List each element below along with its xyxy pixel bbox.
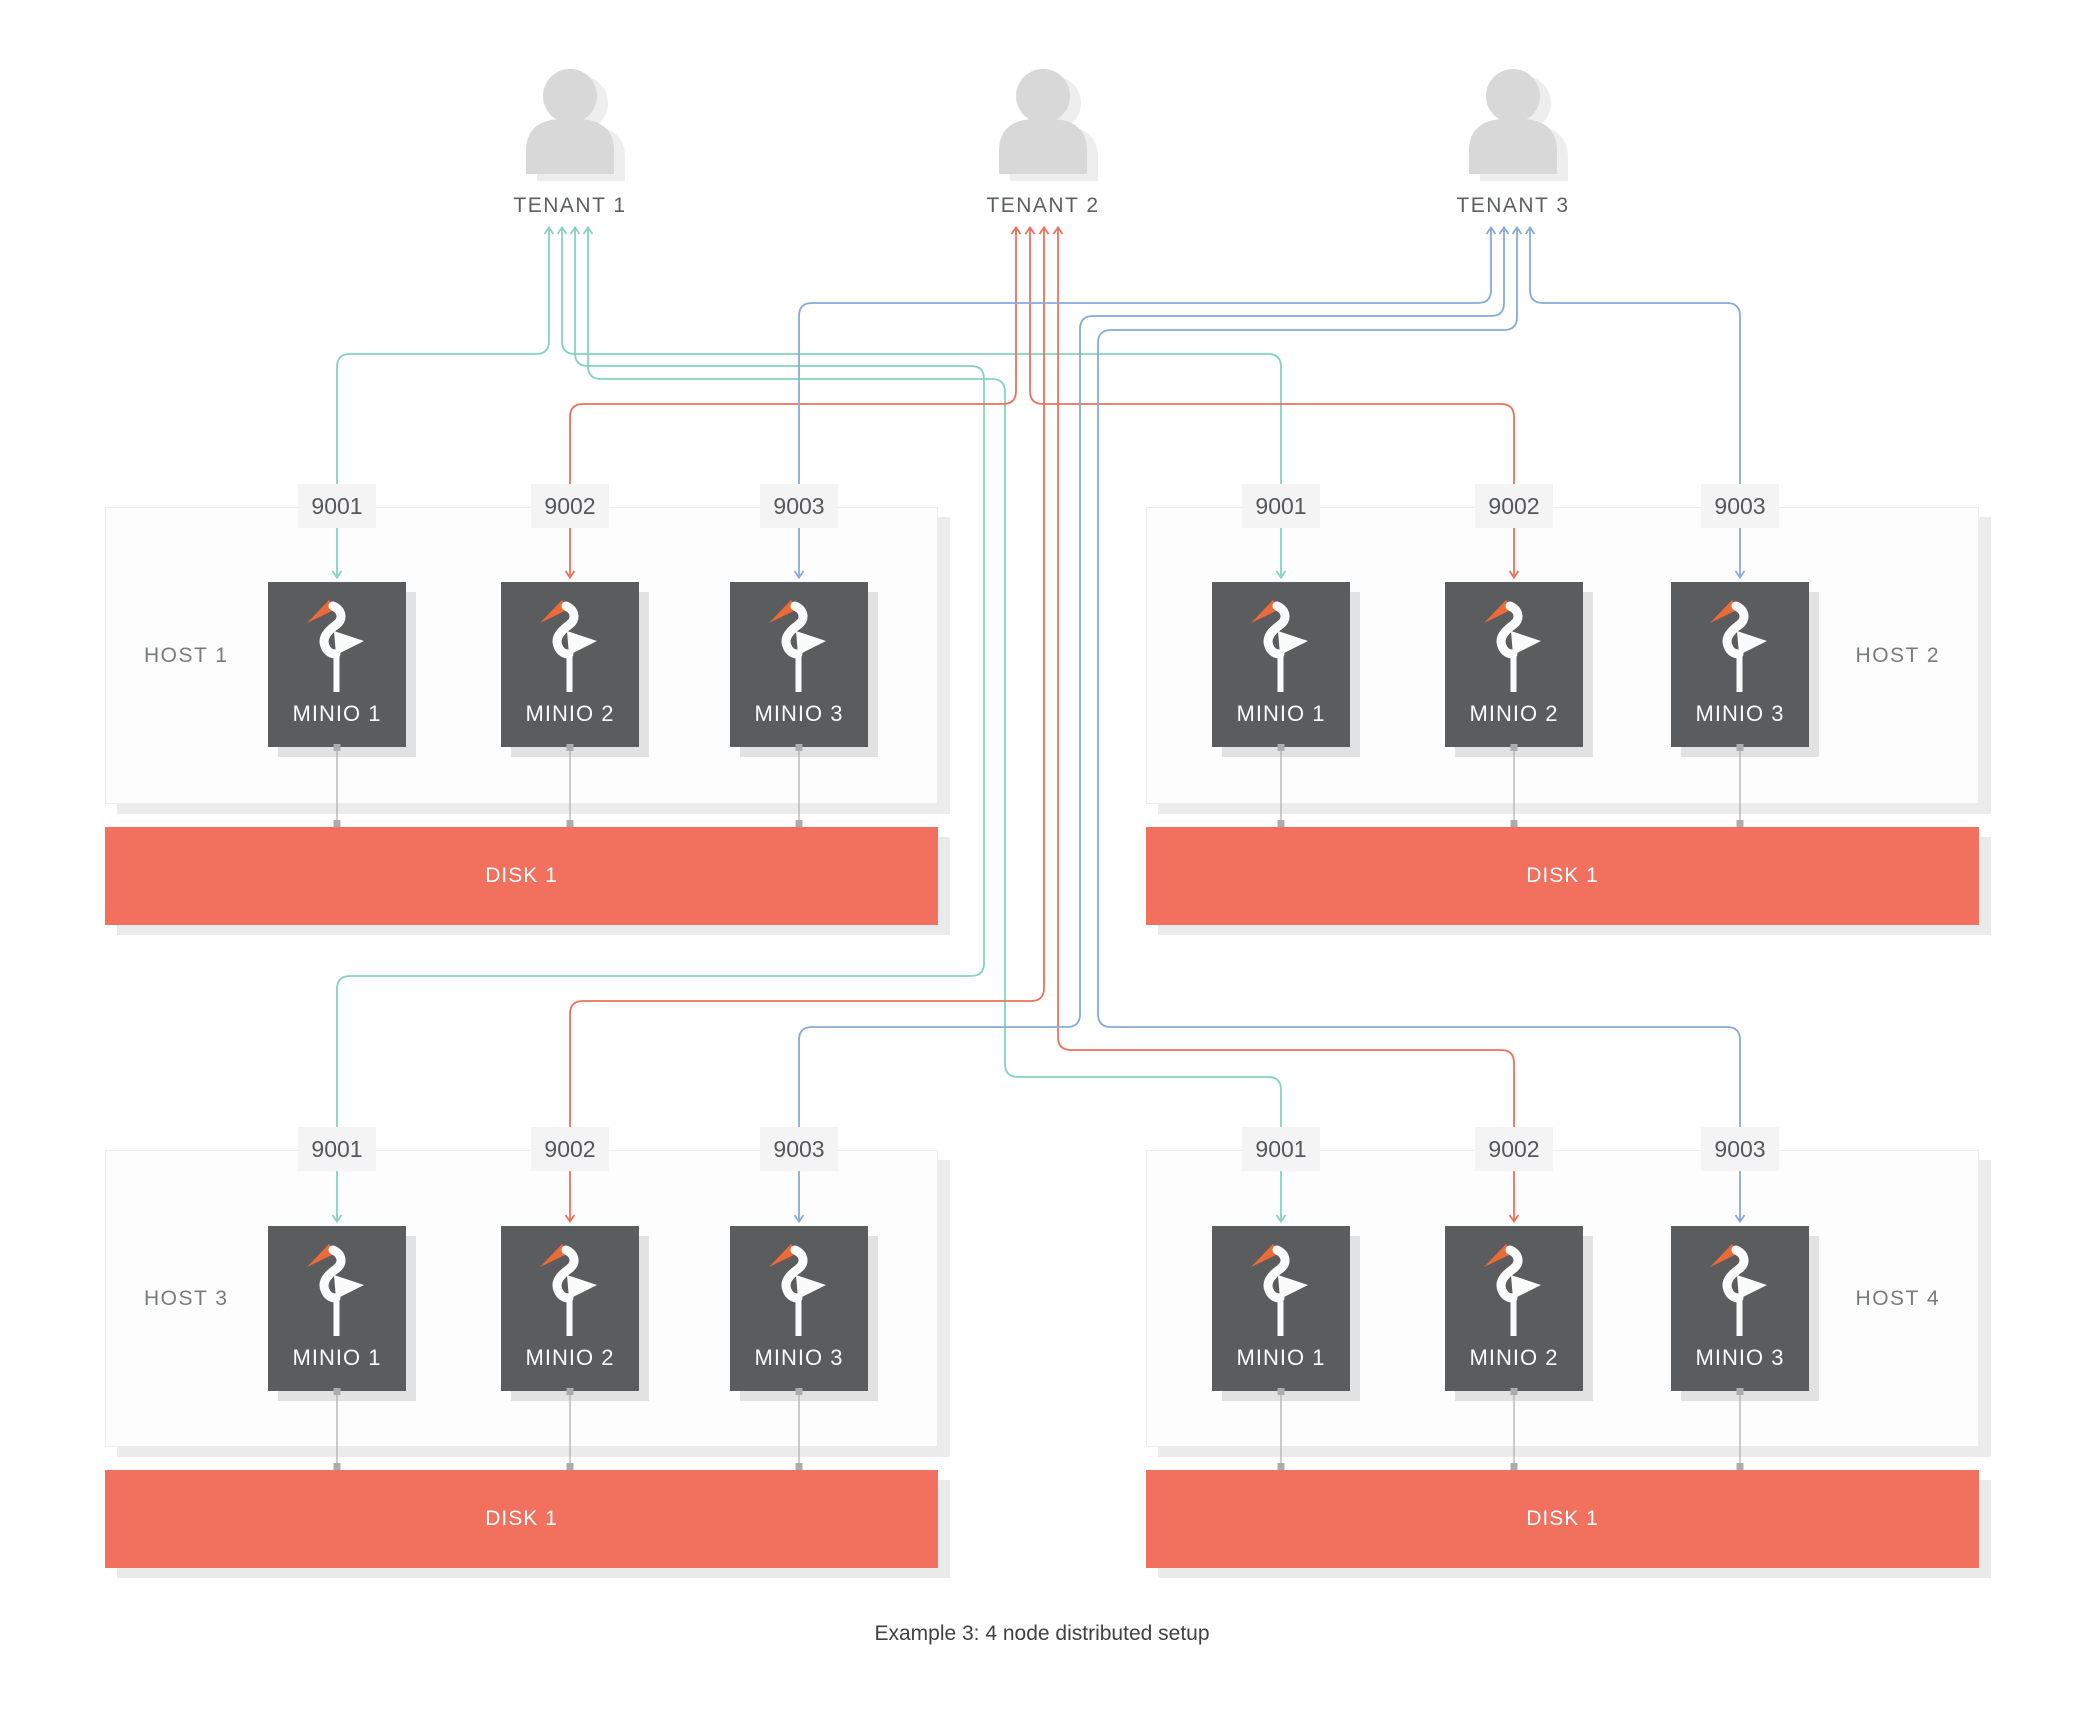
host1-port-9001: 9001 [298, 484, 376, 528]
host-1-disk: DISK 1 [105, 827, 938, 925]
minio-node-label: MINIO 1 [292, 701, 382, 726]
disk-label: DISK 1 [1526, 1507, 1599, 1530]
disk-label: DISK 1 [485, 1507, 558, 1530]
minio-node-label: MINIO 3 [1695, 1345, 1785, 1370]
tenant-1-label: TENANT 1 [513, 194, 627, 217]
stork-icon [307, 1244, 364, 1336]
host4-minio-2: MINIO 2 [1445, 1226, 1583, 1391]
host-3-label: HOST 3 [144, 1286, 229, 1310]
host2-minio-1: MINIO 1 [1212, 582, 1350, 747]
host4-port-9001: 9001 [1242, 1127, 1320, 1171]
minio-node-label: MINIO 2 [1469, 1345, 1559, 1370]
host-3-disk: DISK 1 [105, 1470, 938, 1568]
host2-port-9003: 9003 [1701, 484, 1779, 528]
minio-node-label: MINIO 3 [754, 701, 844, 726]
host-4-disk: DISK 1 [1146, 1470, 1979, 1568]
host2-port-9002: 9002 [1475, 484, 1553, 528]
minio-node-label: MINIO 2 [525, 701, 615, 726]
host1-minio-1: MINIO 1 [268, 582, 406, 747]
host4-port-9003: 9003 [1701, 1127, 1779, 1171]
host4-minio-3: MINIO 3 [1671, 1226, 1809, 1391]
host2-minio-2: MINIO 2 [1445, 582, 1583, 747]
host1-minio-3: MINIO 3 [730, 582, 868, 747]
tenant-3-label: TENANT 3 [1456, 194, 1570, 217]
stork-icon [1251, 600, 1308, 692]
minio-node-label: MINIO 3 [754, 1345, 844, 1370]
host1-minio-2: MINIO 2 [501, 582, 639, 747]
stork-icon [307, 600, 364, 692]
host-1-label: HOST 1 [144, 643, 229, 667]
stork-icon [540, 1244, 597, 1336]
host-2-label: HOST 2 [1855, 643, 1940, 667]
host3-minio-2: MINIO 2 [501, 1226, 639, 1391]
minio-node-label: MINIO 1 [1236, 1345, 1326, 1370]
user-icon [1469, 69, 1568, 181]
stork-icon [1710, 1244, 1767, 1336]
tenant-2-label: TENANT 2 [986, 194, 1100, 217]
stork-icon [1710, 600, 1767, 692]
minio-node-label: MINIO 1 [1236, 701, 1326, 726]
host3-port-9002: 9002 [531, 1127, 609, 1171]
host-2-disk: DISK 1 [1146, 827, 1979, 925]
stork-icon [540, 600, 597, 692]
minio-node-label: MINIO 1 [292, 1345, 382, 1370]
minio-node-label: MINIO 3 [1695, 701, 1785, 726]
host2-port-9001: 9001 [1242, 484, 1320, 528]
user-icon [526, 69, 625, 181]
host1-port-9003: 9003 [760, 484, 838, 528]
user-icon [999, 69, 1098, 181]
host3-port-9003: 9003 [760, 1127, 838, 1171]
disk-label: DISK 1 [1526, 864, 1599, 887]
stork-icon [1251, 1244, 1308, 1336]
host4-port-9002: 9002 [1475, 1127, 1553, 1171]
host3-port-9001: 9001 [298, 1127, 376, 1171]
stork-icon [769, 1244, 826, 1336]
host-4-label: HOST 4 [1855, 1286, 1940, 1310]
minio-node-label: MINIO 2 [525, 1345, 615, 1370]
stork-icon [1484, 600, 1541, 692]
host2-minio-3: MINIO 3 [1671, 582, 1809, 747]
stork-icon [1484, 1244, 1541, 1336]
diagram-caption: Example 3: 4 node distributed setup [874, 1622, 1210, 1645]
stork-icon [769, 600, 826, 692]
minio-node-label: MINIO 2 [1469, 701, 1559, 726]
host3-minio-1: MINIO 1 [268, 1226, 406, 1391]
host3-minio-3: MINIO 3 [730, 1226, 868, 1391]
host1-port-9002: 9002 [531, 484, 609, 528]
disk-label: DISK 1 [485, 864, 558, 887]
host4-minio-1: MINIO 1 [1212, 1226, 1350, 1391]
